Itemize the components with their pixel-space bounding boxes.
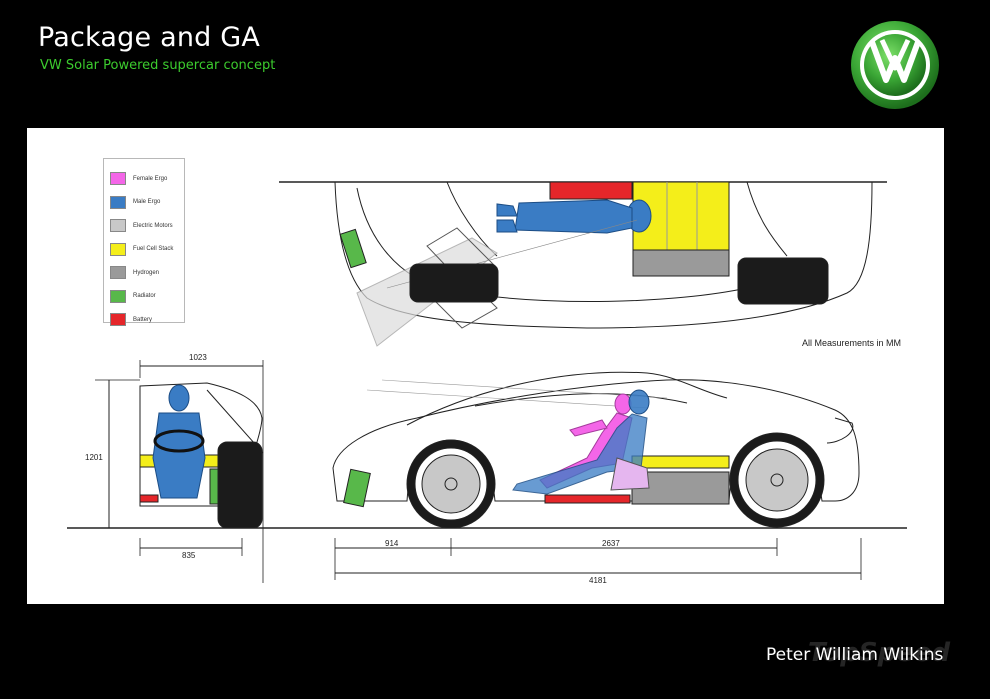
side-male-ergo [512,389,650,495]
top-view [279,181,887,347]
legend-label: Hydrogen [133,269,160,276]
page-title: Package and GA [38,22,261,53]
legend-item: Hydrogen [110,261,184,285]
legend-swatch [110,266,126,280]
front-driver [152,384,206,499]
dim-height: 1201 [85,453,103,462]
top-driver [496,199,652,234]
package-drawing [67,181,907,583]
dim-front-width: 1023 [189,353,207,362]
side-fuel-cell [631,455,730,469]
top-rear-wheel [737,257,829,305]
top-radiator [339,228,367,269]
legend-item: Battery [110,308,184,332]
legend-label: Female Ergo [133,175,168,182]
legend-item: Electric Motors [110,214,184,238]
top-body-outline [334,181,873,329]
legend-swatch [110,289,126,303]
dim-overall-length: 4181 [589,576,607,585]
dim-front-overhang: 914 [385,539,399,548]
top-front-wheel [409,263,499,303]
legend-item: Female Ergo [110,167,184,191]
legend-swatch [110,172,126,186]
watermark: TopSpeed [808,638,951,668]
dim-wheelbase: 2637 [602,539,620,548]
front-view-wheel [217,441,263,529]
author-credit: Peter William Wilkins [766,645,944,665]
legend-label: Fuel Cell Stack [133,246,174,253]
legend-label: Electric Motors [133,222,173,229]
side-radiator [343,468,371,508]
top-hydrogen [632,249,730,277]
legend-label: Radiator [133,293,156,300]
legend-swatch [110,195,126,209]
measurement-note: All Measurements in MM [802,338,902,348]
vw-logo-icon [851,21,939,109]
legend-swatch [110,219,126,233]
front-battery [139,494,159,503]
side-view [332,371,862,580]
legend-label: Battery [133,316,153,323]
steering-wheel [153,429,205,453]
legend-item: Radiator [110,285,184,309]
legend-item: Male Ergo [110,191,184,215]
dim-track: 835 [182,551,196,560]
legend-swatch [110,242,126,256]
legend-label: Male Ergo [133,199,161,206]
side-female-ergo [539,393,633,489]
legend-item: Fuel Cell Stack [110,238,184,262]
side-battery [544,494,631,504]
page-subtitle: VW Solar Powered supercar concept [40,58,276,73]
front-view [95,360,264,583]
legend-swatch [110,313,126,327]
top-battery [549,181,633,200]
